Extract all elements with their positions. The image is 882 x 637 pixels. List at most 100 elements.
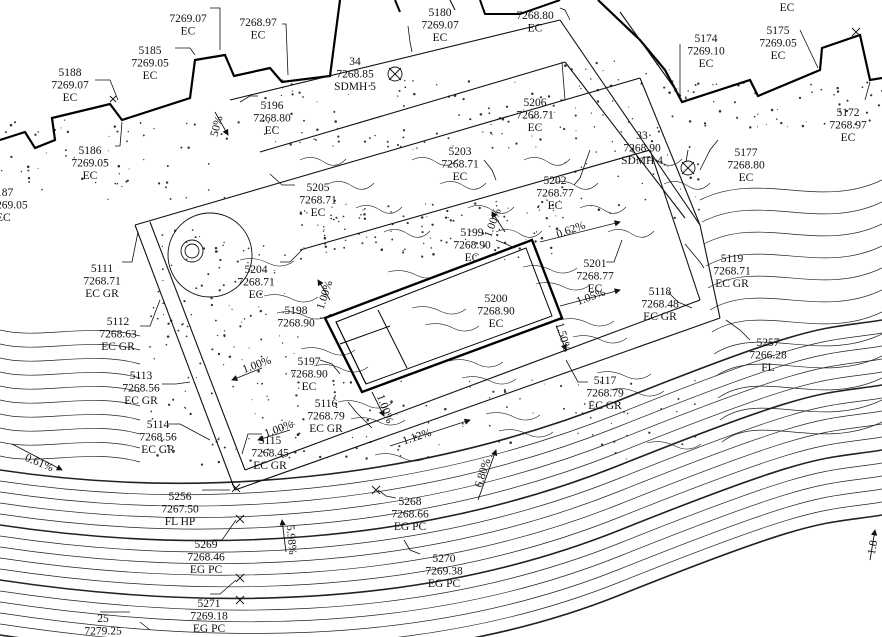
hatch-dot bbox=[218, 437, 220, 439]
hatch-dot bbox=[648, 431, 651, 434]
hatch-dot bbox=[452, 145, 454, 147]
hatch-dot bbox=[165, 343, 168, 346]
point-label-line: 5188 bbox=[59, 67, 82, 79]
hatch-dot bbox=[412, 80, 414, 82]
hatch-dot bbox=[503, 390, 507, 394]
hatch-dot bbox=[432, 253, 435, 256]
hatch-dot bbox=[306, 212, 308, 214]
point-label-line: EC GR bbox=[85, 288, 119, 300]
hatch-dot bbox=[482, 131, 484, 133]
hatch-dot bbox=[299, 141, 301, 144]
hatch-dot bbox=[151, 417, 154, 420]
point-label-line: 7268.77 bbox=[576, 271, 614, 283]
hatch-dot bbox=[580, 87, 582, 90]
hatch-dot bbox=[161, 245, 164, 248]
hatch-dot bbox=[298, 91, 301, 94]
hatch-dot bbox=[142, 134, 145, 137]
hatch-dot bbox=[498, 440, 501, 443]
hatch-dot bbox=[231, 308, 233, 310]
point-label-line: 5177 bbox=[735, 147, 758, 159]
hatch-dot bbox=[348, 93, 350, 95]
hatch-dot bbox=[421, 225, 423, 228]
hatch-dot bbox=[531, 379, 533, 381]
hatch-dot bbox=[629, 158, 632, 160]
hatch-dot bbox=[241, 359, 243, 361]
hatch-dot bbox=[294, 436, 297, 439]
slope-label-s100c: 1.00% bbox=[241, 354, 273, 376]
hatch-dot bbox=[60, 127, 62, 129]
hatch-dot bbox=[611, 428, 613, 430]
point-label-line: EC GR bbox=[309, 423, 343, 435]
hatch-dot bbox=[780, 121, 783, 125]
point-label-line: 7269.07 bbox=[421, 20, 459, 32]
point-label-line: EC GR bbox=[253, 460, 287, 472]
hatch-dot bbox=[539, 96, 543, 99]
hatch-dot bbox=[490, 123, 492, 126]
hatch-dot bbox=[427, 421, 430, 424]
hatch-dot bbox=[285, 355, 287, 358]
hatch-dot bbox=[117, 164, 121, 168]
point-label-line: FL bbox=[761, 362, 774, 374]
hatch-dot bbox=[402, 251, 405, 254]
hatch-dot bbox=[391, 238, 394, 241]
hatch-dot bbox=[295, 394, 298, 397]
hatch-dot bbox=[185, 122, 188, 125]
hatch-dot bbox=[460, 214, 463, 217]
contour-line bbox=[0, 455, 141, 463]
point-label-line: EC bbox=[249, 289, 264, 301]
hatch-dot bbox=[199, 236, 201, 238]
hatch-dot bbox=[462, 97, 465, 101]
hatch-dot bbox=[697, 82, 700, 85]
hatch-dot bbox=[660, 408, 662, 410]
hatch-dot bbox=[302, 450, 306, 453]
hatch-dot bbox=[823, 122, 826, 125]
hatch-dot bbox=[195, 287, 198, 290]
hatch-dot bbox=[535, 231, 538, 233]
point-label-line: 7269.38 bbox=[425, 566, 463, 578]
contour-line bbox=[498, 429, 554, 438]
hatch-dot bbox=[261, 416, 264, 419]
hatch-dot bbox=[222, 244, 224, 247]
hatch-dot bbox=[704, 124, 707, 127]
hatch-dot bbox=[645, 72, 647, 75]
hatch-dot bbox=[390, 230, 392, 232]
structure-pad bbox=[323, 238, 564, 394]
hatch-dot bbox=[402, 404, 405, 407]
hatch-dot bbox=[399, 145, 402, 148]
contour-line bbox=[705, 245, 882, 267]
hatch-dot bbox=[836, 86, 839, 90]
hatch-dot bbox=[349, 381, 353, 384]
point-label-line: 7268.97 bbox=[829, 120, 867, 132]
hatch-dot bbox=[200, 284, 203, 287]
hatch-dot bbox=[671, 115, 674, 118]
hatch-dot bbox=[614, 402, 616, 404]
hatch-dot bbox=[334, 120, 337, 123]
hatch-dot bbox=[657, 130, 660, 133]
hatch-dot bbox=[718, 110, 722, 113]
point-label-line: 5206 bbox=[524, 97, 547, 109]
hatch-dot bbox=[445, 241, 448, 244]
hatch-dot bbox=[228, 355, 232, 358]
hatch-dot bbox=[397, 448, 400, 451]
hatch-dot bbox=[689, 176, 692, 180]
hatch-dot bbox=[580, 197, 583, 200]
hatch-dot bbox=[250, 296, 252, 299]
point-label-line: EC bbox=[699, 58, 714, 70]
hatch-dot bbox=[749, 126, 752, 129]
point-label-line: 7268.46 bbox=[187, 552, 225, 564]
hatch-dot bbox=[545, 216, 549, 220]
hatch-dot bbox=[37, 167, 39, 169]
hatch-dot bbox=[242, 249, 245, 252]
hatch-dot bbox=[656, 126, 659, 129]
hatch-dot bbox=[399, 454, 402, 457]
point-label-line: 5198 bbox=[285, 305, 308, 317]
hatch-dot bbox=[177, 329, 180, 332]
hatch-dot bbox=[223, 330, 226, 332]
hatch-dot bbox=[420, 216, 424, 219]
